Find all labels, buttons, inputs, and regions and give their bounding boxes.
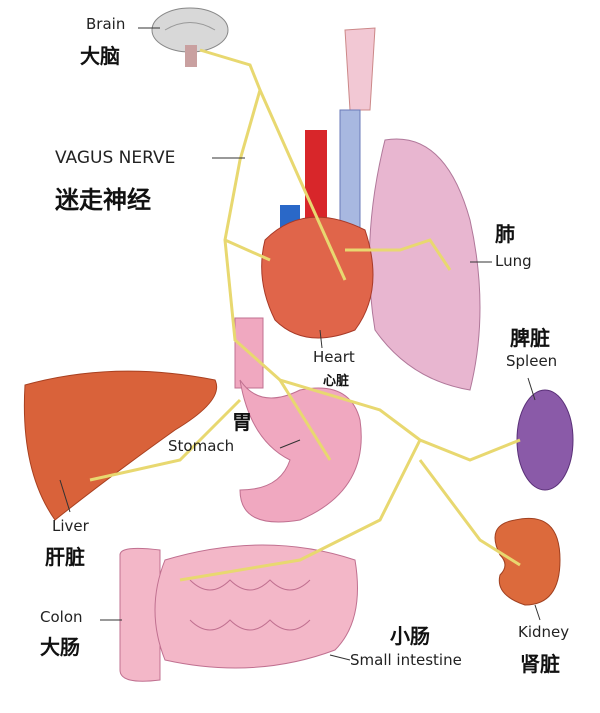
small-intestine-label-zh: 小肠 [390, 624, 430, 648]
spleen-illustration [516, 389, 574, 491]
vagus-nerve-paths [89, 48, 521, 582]
stomach-label-zh: 胃 [232, 410, 252, 434]
colon-label: Colon [40, 608, 83, 626]
stomach-illustration [234, 317, 362, 523]
colon-label-zh: 大肠 [40, 635, 80, 659]
brain-illustration [151, 7, 229, 67]
small-intestine-label: Small intestine [350, 651, 462, 669]
liver-illustration [23, 370, 217, 521]
liver-label-zh: 肝脏 [45, 545, 85, 569]
heart-label: Heart [313, 348, 355, 366]
liver-label: Liver [52, 517, 89, 535]
kidney-illustration [494, 517, 561, 606]
lung-illustration [368, 138, 481, 391]
brain-label: Brain [86, 15, 126, 33]
vagus-nerve-label: VAGUS NERVE [55, 148, 176, 168]
lung-label-zh: 肺 [495, 222, 515, 246]
kidney-label: Kidney [518, 623, 570, 641]
heart-label-zh: 心脏 [323, 374, 350, 389]
brain-label-zh: 大脑 [80, 44, 120, 68]
heart-illustration [261, 130, 374, 339]
leader-lines [59, 27, 541, 661]
vagus-nerve-label-zh: 迷走神经 [55, 186, 151, 214]
lung-label: Lung [495, 252, 532, 270]
spleen-label: Spleen [506, 352, 558, 370]
trachea-illustration [339, 27, 376, 231]
kidney-label-zh: 肾脏 [520, 652, 560, 676]
spleen-label-zh: 脾脏 [510, 326, 550, 350]
stomach-label: Stomach [168, 437, 235, 455]
intestine-illustration [119, 544, 358, 682]
